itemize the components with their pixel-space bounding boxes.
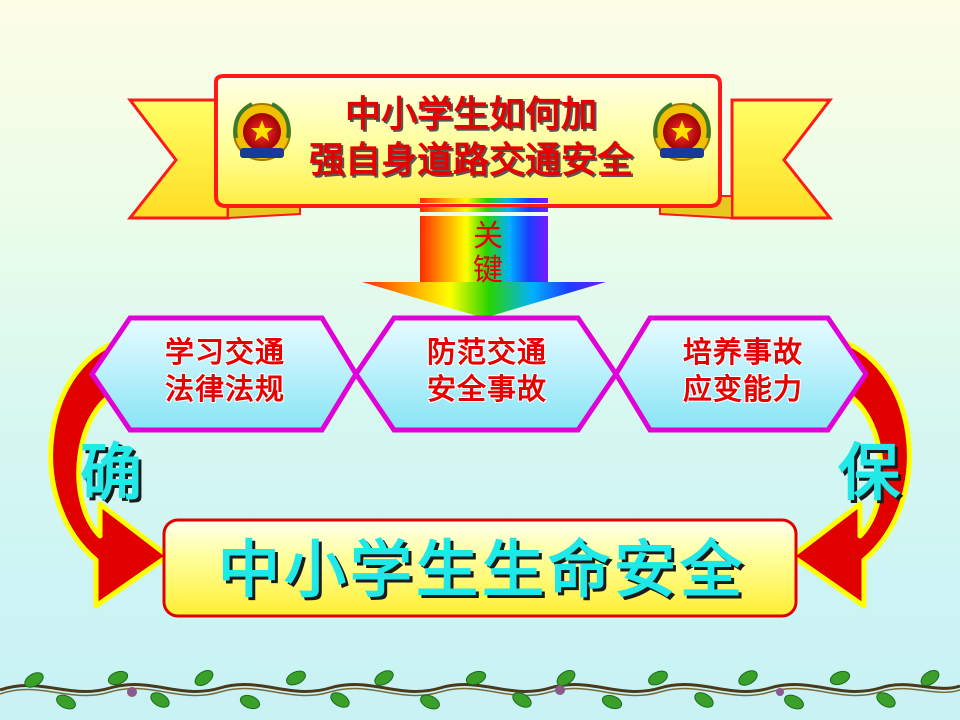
key-3-line-2: 应变能力 (682, 372, 803, 406)
police-emblem-icon (653, 102, 711, 161)
right-curved-arrow (789, 335, 912, 609)
result-label: 中小学生生命安全 (217, 533, 746, 606)
connector-label: 关键 (473, 219, 503, 288)
side-label-right: 保 (837, 436, 900, 509)
title-ribbon (126, 74, 834, 220)
key-hexagon-3 (613, 315, 870, 433)
side-label-left: 确 (79, 436, 142, 509)
key-1-line-2: 法律法规 (164, 372, 285, 406)
key-hexagon-2-label: 防范交通 安全事故 (372, 334, 602, 408)
key-hexagon-3-label: 培养事故 应变能力 (628, 334, 858, 408)
key-2-line-1: 防范交通 (426, 335, 547, 369)
rainbow-down-arrow (362, 198, 606, 318)
key-3-line-1: 培养事故 (682, 335, 803, 369)
page-title: 中小学生如何加 强自身道路交通安全 (240, 92, 702, 184)
ribbon-left-tail (126, 98, 230, 220)
police-emblem-icon (233, 102, 291, 161)
key-2-line-2: 安全事故 (426, 372, 547, 406)
ribbon-body (214, 74, 722, 208)
vine-border (0, 669, 960, 710)
key-hexagon-1-label: 学习交通 法律法规 (110, 334, 340, 408)
left-curved-arrow (48, 335, 171, 609)
title-line-2: 强自身道路交通安全 (308, 140, 633, 181)
title-line-1: 中小学生如何加 (344, 94, 597, 135)
ribbon-right-tail (730, 98, 834, 220)
result-box (162, 518, 798, 618)
key-1-line-1: 学习交通 (164, 335, 285, 369)
